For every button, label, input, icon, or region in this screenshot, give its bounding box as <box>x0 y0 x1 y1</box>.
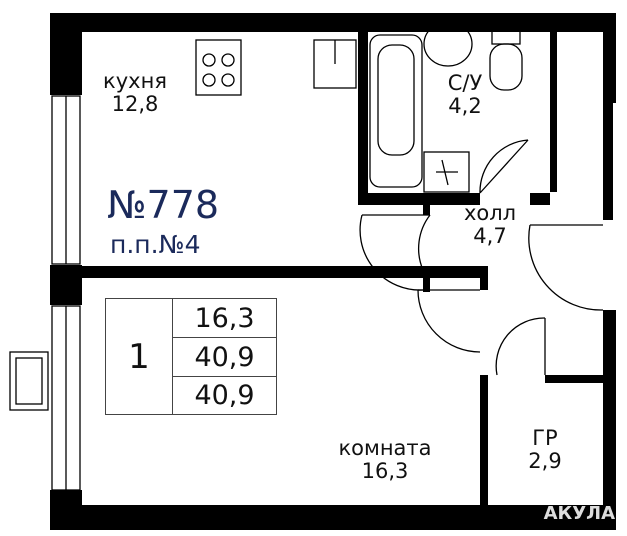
room-area: 4,2 <box>448 94 482 118</box>
rooms-count: 1 <box>105 298 173 415</box>
room-name: ГР <box>532 426 558 450</box>
fixtures <box>9 21 604 491</box>
walls <box>50 13 616 530</box>
room-bathroom: С/У 4,2 <box>430 72 500 118</box>
room-area: 4,7 <box>473 224 507 248</box>
room-hall: холл 4,7 <box>450 202 530 248</box>
entrance-number: п.п.№4 <box>110 230 201 259</box>
room-name: комната <box>338 436 432 460</box>
room-kitchen: кухня 12,8 <box>90 70 180 116</box>
apartment-number: №778 <box>107 183 220 227</box>
room-living: комната 16,3 <box>320 437 450 483</box>
room-name: холл <box>463 201 517 225</box>
total-area: 40,9 <box>172 337 277 377</box>
room-wardrobe: ГР 2,9 <box>510 427 580 473</box>
room-area: 12,8 <box>111 92 159 116</box>
room-name: С/У <box>447 71 483 95</box>
living-area: 16,3 <box>172 298 277 338</box>
room-name: кухня <box>103 69 167 93</box>
room-area: 2,9 <box>528 449 562 473</box>
brand-logo: АКУЛА <box>543 503 615 524</box>
total-area-balcony: 40,9 <box>172 376 277 415</box>
room-area: 16,3 <box>361 459 409 483</box>
